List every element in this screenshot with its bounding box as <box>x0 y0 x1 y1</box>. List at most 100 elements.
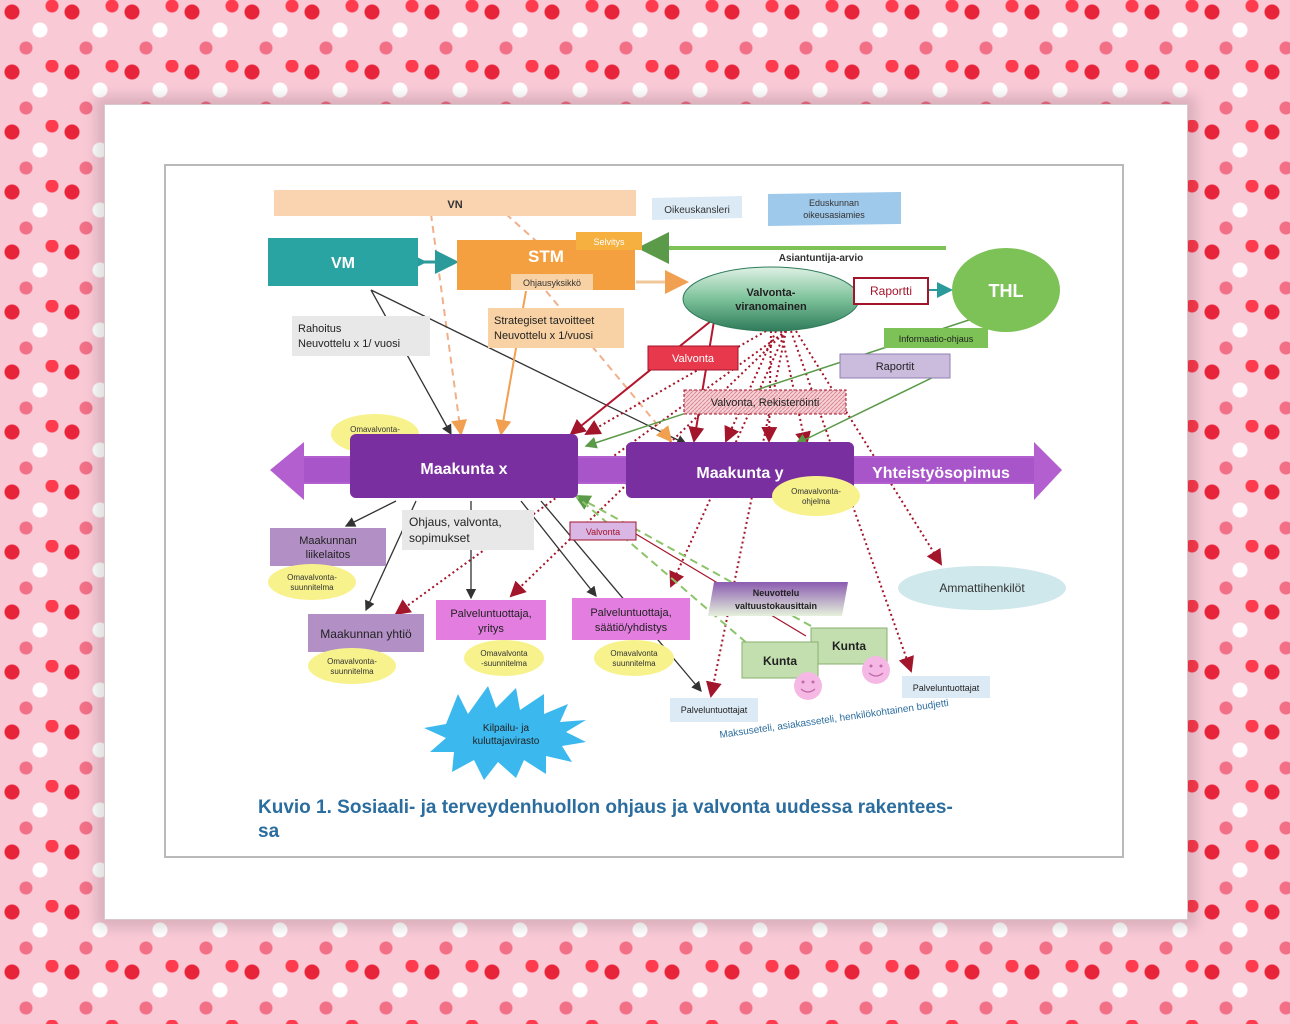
neuvottelu-label-1: Neuvottelu <box>753 588 800 598</box>
omavalvonta-suunnitelma-2-label-1: Omavalvonta- <box>327 657 377 666</box>
valvonta-to-maakunta-x-arrow <box>569 305 727 436</box>
thl-label: THL <box>989 281 1024 301</box>
yhtio-box <box>308 614 424 652</box>
omavalvonta-suunnitelma-1 <box>268 564 356 600</box>
valvontaviranomainen-label-2: viranomainen <box>735 301 807 313</box>
ohjaus-label-1: Ohjaus, valvonta, <box>409 515 502 529</box>
kilpailu-starburst <box>424 686 586 780</box>
pt-yritys-label-2: yritys <box>478 623 504 635</box>
maakunta-x-box <box>350 434 578 498</box>
valvonta-small-label: Valvonta <box>586 527 620 537</box>
selvitys-box <box>576 232 642 250</box>
rahoitus-label-2: Neuvottelu x 1/ vuosi <box>298 338 400 350</box>
omavalvonta-ohjelma-y-label-1: Omavalvonta- <box>791 487 841 496</box>
smiley-icon-1 <box>794 672 822 700</box>
maakunta-y-label: Maakunta y <box>696 465 783 482</box>
palveluntuottajat-label-1: Palveluntuottajat <box>913 683 980 693</box>
valvonta-box <box>647 345 739 371</box>
eduskunnan-label-2: oikeusasiamies <box>803 210 865 220</box>
connectors <box>344 213 982 698</box>
eduskunnan-box <box>768 192 901 226</box>
neuvottelu-box <box>708 582 848 616</box>
ammattihenkilot-label: Ammattihenkilöt <box>939 581 1025 595</box>
liikelaitos-label-2: liikelaitos <box>306 549 351 561</box>
figure-panel: VN Oikeuskansleri Eduskunnan oikeusasiam… <box>164 164 1124 858</box>
ammattihenkilot-ellipse <box>898 566 1066 610</box>
thl-ellipse <box>952 248 1060 332</box>
vn-to-maakunta-x-arrow <box>430 213 468 436</box>
omavalvonta-suunnitelma-4 <box>594 640 674 676</box>
kunta-label-2: Kunta <box>832 639 866 653</box>
vn-label: VN <box>447 199 462 211</box>
rahoitus-label-1: Rahoitus <box>298 323 342 335</box>
diagram-canvas: VN Oikeuskansleri Eduskunnan oikeusasiam… <box>268 190 1066 780</box>
strategiset-label-2: Neuvottelu x 1/vuosi <box>494 330 593 342</box>
informaatio-box <box>884 328 988 348</box>
omavalvonta-suunnitelma-1-label-1: Omavalvonta- <box>287 573 337 582</box>
ohjausyksikko-label: Ohjausyksikkö <box>523 278 581 288</box>
kilpailu-label-1: Kilpailu- ja <box>483 723 530 734</box>
omavalvonta-ohjelma-x-label-1: Omavalvonta- <box>350 425 400 434</box>
raportit-label: Raportit <box>876 361 915 373</box>
rahoitus-box <box>292 316 430 356</box>
oikeuskansleri-box <box>652 196 742 220</box>
omavalvonta-ohjelma-y <box>772 476 860 516</box>
vm-label: VM <box>331 255 355 272</box>
omavalvonta-suunnitelma-3-label-1: Omavalvonta <box>480 649 528 658</box>
yhteistyosopimus-label: Yhteistyösopimus <box>872 465 1010 482</box>
pt-saatio-label-2: säätiö/yhdistys <box>595 622 668 634</box>
stm-label: STM <box>528 247 564 266</box>
omavalvonta-ohjelma-y-label-2: ohjelma <box>802 497 831 506</box>
eduskunnan-label-1: Eduskunnan <box>809 198 859 208</box>
liikelaitos-box <box>270 528 386 566</box>
omavalvonta-suunnitelma-1-label-2: suunnitelma <box>290 583 334 592</box>
valvonta-to-maakunta-y-arrow <box>688 320 715 443</box>
omavalvonta-suunnitelma-2-label-2: suunnitelma <box>330 667 374 676</box>
liikelaitos-label-1: Maakunnan <box>299 535 357 547</box>
ohjaus-label-2: sopimukset <box>409 531 470 545</box>
raportti-box <box>853 277 929 305</box>
strategiset-label-1: Strategiset tavoitteet <box>494 315 594 327</box>
informaatio-label: Informaatio-ohjaus <box>899 334 974 344</box>
yhtio-label: Maakunnan yhtiö <box>320 627 412 641</box>
palveluntuottajat-box-1 <box>902 676 990 698</box>
omavalvonta-suunnitelma-2 <box>308 648 396 684</box>
pt-yritys-label-1: Palveluntuottaja, <box>450 608 531 620</box>
ohjausyksikko-box <box>511 274 593 290</box>
valvonta-label: Valvonta <box>672 353 715 365</box>
valvonta-rekisterointi-label: Valvonta, Rekisteröinti <box>711 397 820 409</box>
pt-saatio-label-1: Palveluntuottaja, <box>590 607 671 619</box>
kunta-box-1 <box>741 641 819 679</box>
omavalvonta-suunnitelma-4-label-2: suunnitelma <box>612 659 656 668</box>
pt-saatio-box <box>572 598 690 640</box>
neuvottelu-label-2: valtuustokausittain <box>735 601 817 611</box>
asiantuntija-label: Asiantuntija-arvio <box>779 253 863 264</box>
ohjaus-box <box>402 510 534 550</box>
palveluntuottajat-box-2 <box>670 698 758 722</box>
raportti-label: Raportti <box>870 284 912 298</box>
valvonta-small-box <box>569 521 637 541</box>
valvontaviranomainen-ellipse <box>682 266 860 332</box>
palveluntuottajat-label-2: Palveluntuottajat <box>681 705 748 715</box>
strategiset-box <box>488 308 624 348</box>
kilpailu-label-2: kuluttajavirasto <box>473 736 540 747</box>
oikeuskansleri-label: Oikeuskansleri <box>664 205 730 216</box>
raportit-box <box>839 353 951 379</box>
figure-caption: Kuvio 1. Sosiaali- ja terveydenhuollon o… <box>258 796 1038 844</box>
kunta-label-1: Kunta <box>763 654 797 668</box>
maakunta-x-label: Maakunta x <box>420 461 507 478</box>
vm-box <box>268 238 418 286</box>
valvonta-rekisterointi-box <box>683 389 847 415</box>
pt-yritys-box <box>436 600 546 640</box>
smiley-icon-2 <box>862 656 890 684</box>
omavalvonta-suunnitelma-4-label-1: Omavalvonta <box>610 649 658 658</box>
omavalvonta-suunnitelma-3 <box>464 640 544 676</box>
vm-to-maakunta-x-arrow <box>370 289 452 436</box>
omavalvonta-suunnitelma-3-label-2: -suunnitelma <box>481 659 527 668</box>
raportit-to-maakunta-y-arrow <box>794 370 947 445</box>
selvitys-label: Selvitys <box>593 237 625 247</box>
caption-line-1: Kuvio 1. Sosiaali- ja terveydenhuollon o… <box>258 797 953 818</box>
valvontaviranomainen-label-1: Valvonta- <box>747 287 796 299</box>
caption-line-2: sa <box>258 821 280 842</box>
vn-box <box>274 190 636 216</box>
